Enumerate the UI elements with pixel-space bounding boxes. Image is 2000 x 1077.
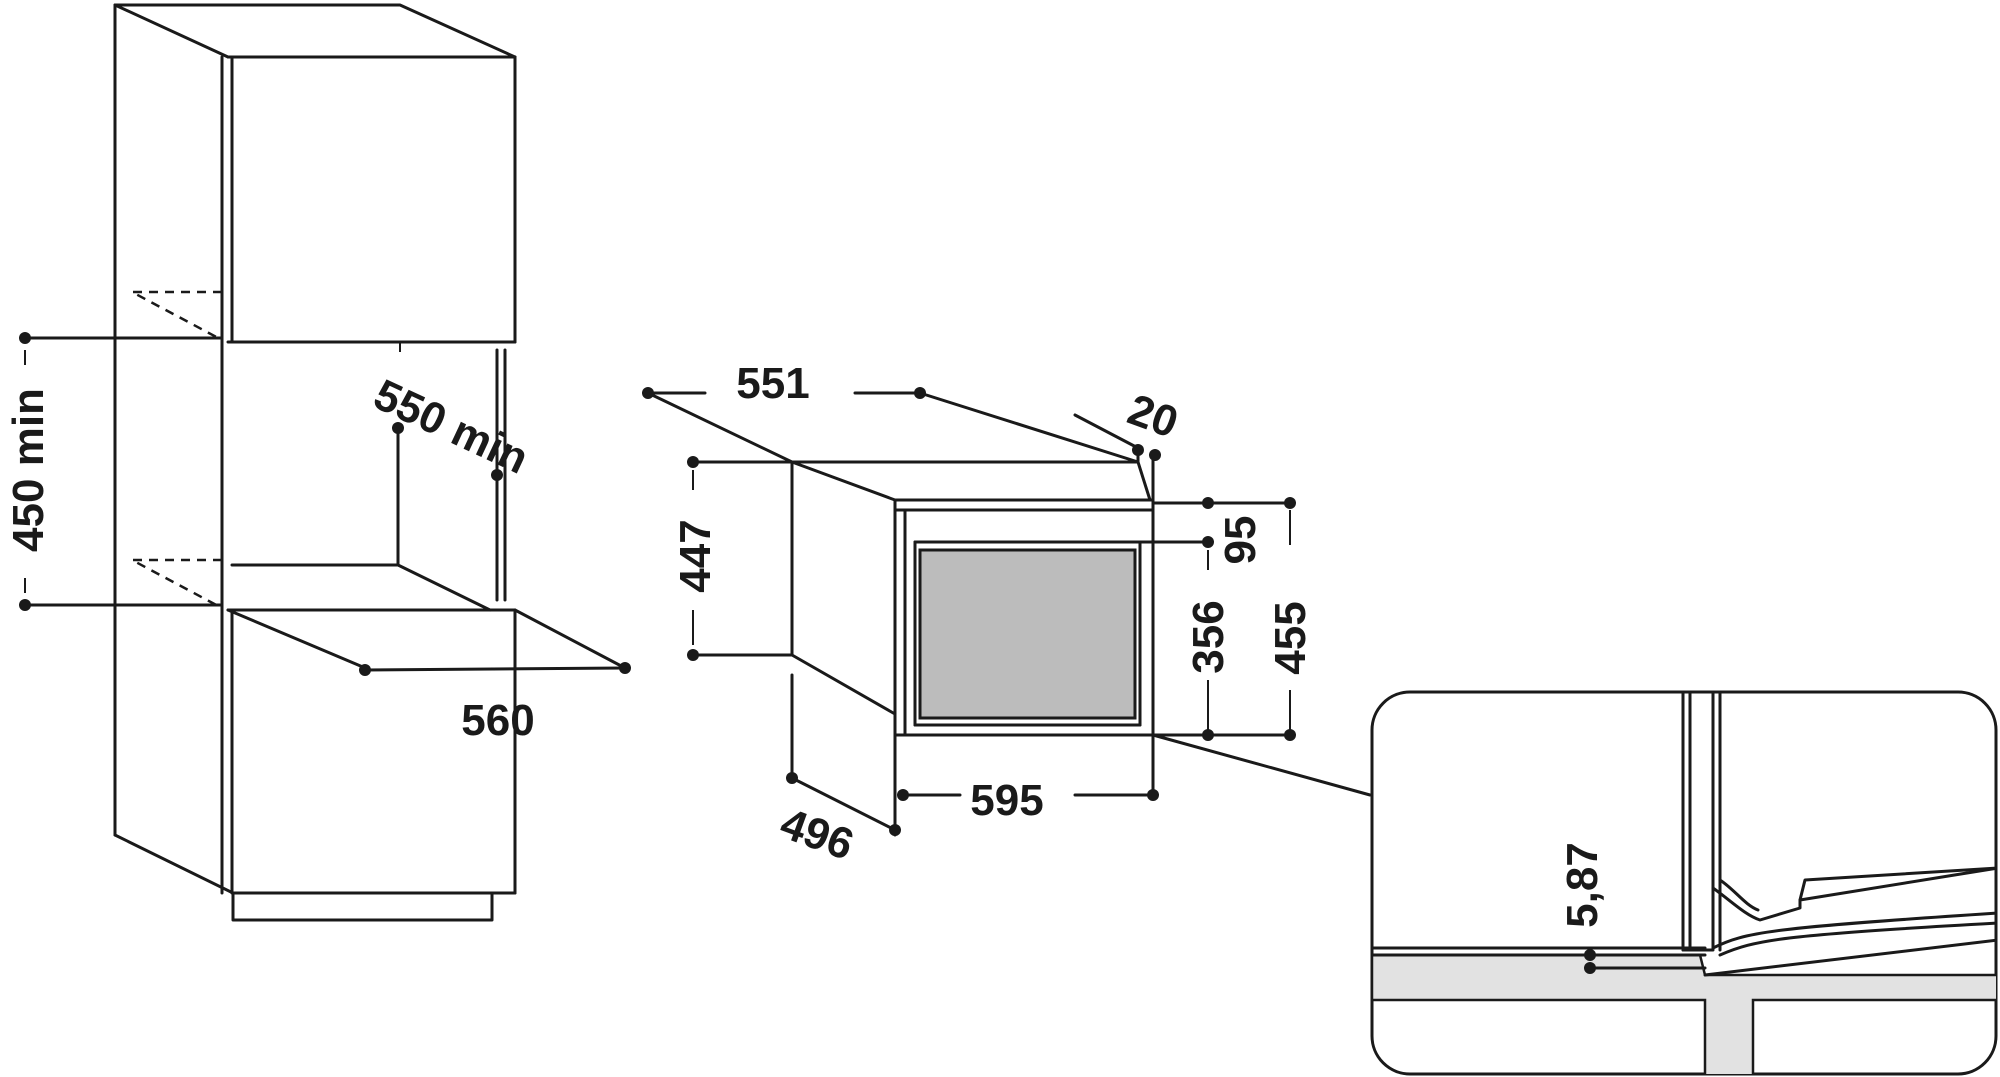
panel-top-label: 95 <box>1216 516 1265 565</box>
oven-depth-top-label: 551 <box>736 359 809 408</box>
detail-leader-line <box>1151 733 1372 797</box>
oven <box>790 458 1155 737</box>
front-height-label: 455 <box>1266 601 1315 674</box>
front-offset-label: 20 <box>1122 385 1185 448</box>
oven-body-height-label: 447 <box>671 519 720 592</box>
panel-top-dimension: 95 <box>1138 497 1292 565</box>
front-height-dimension: 455 <box>1266 497 1315 741</box>
niche-height-label: 450 min <box>4 388 53 552</box>
column-cabinet <box>113 3 517 922</box>
detail-gap-label: 5,87 <box>1558 842 1607 928</box>
niche-depth-label: 550 min <box>367 370 536 484</box>
front-offset-dimension: 20 <box>1073 385 1185 502</box>
oven-depth-top-dimension: 551 <box>642 359 1140 464</box>
door-height-label: 356 <box>1184 600 1233 673</box>
door-height-dimension: 356 <box>1151 550 1292 741</box>
oven-depth-bottom-label: 496 <box>774 799 860 870</box>
oven-body-height-dimension: 447 <box>671 456 794 661</box>
oven-depth-bottom-dimension: 496 <box>774 673 901 870</box>
oven-width-label: 595 <box>970 776 1043 825</box>
niche-depth-dimension: 550 min <box>367 370 536 484</box>
niche-width-dimension: 560 <box>359 608 631 745</box>
oven-door-window <box>918 548 1137 720</box>
niche-width-label: 560 <box>461 696 534 745</box>
oven-width-dimension: 595 <box>893 733 1159 837</box>
niche-height-dimension: 450 min <box>4 332 224 611</box>
detail-view: 5,87 <box>1370 690 1998 1076</box>
